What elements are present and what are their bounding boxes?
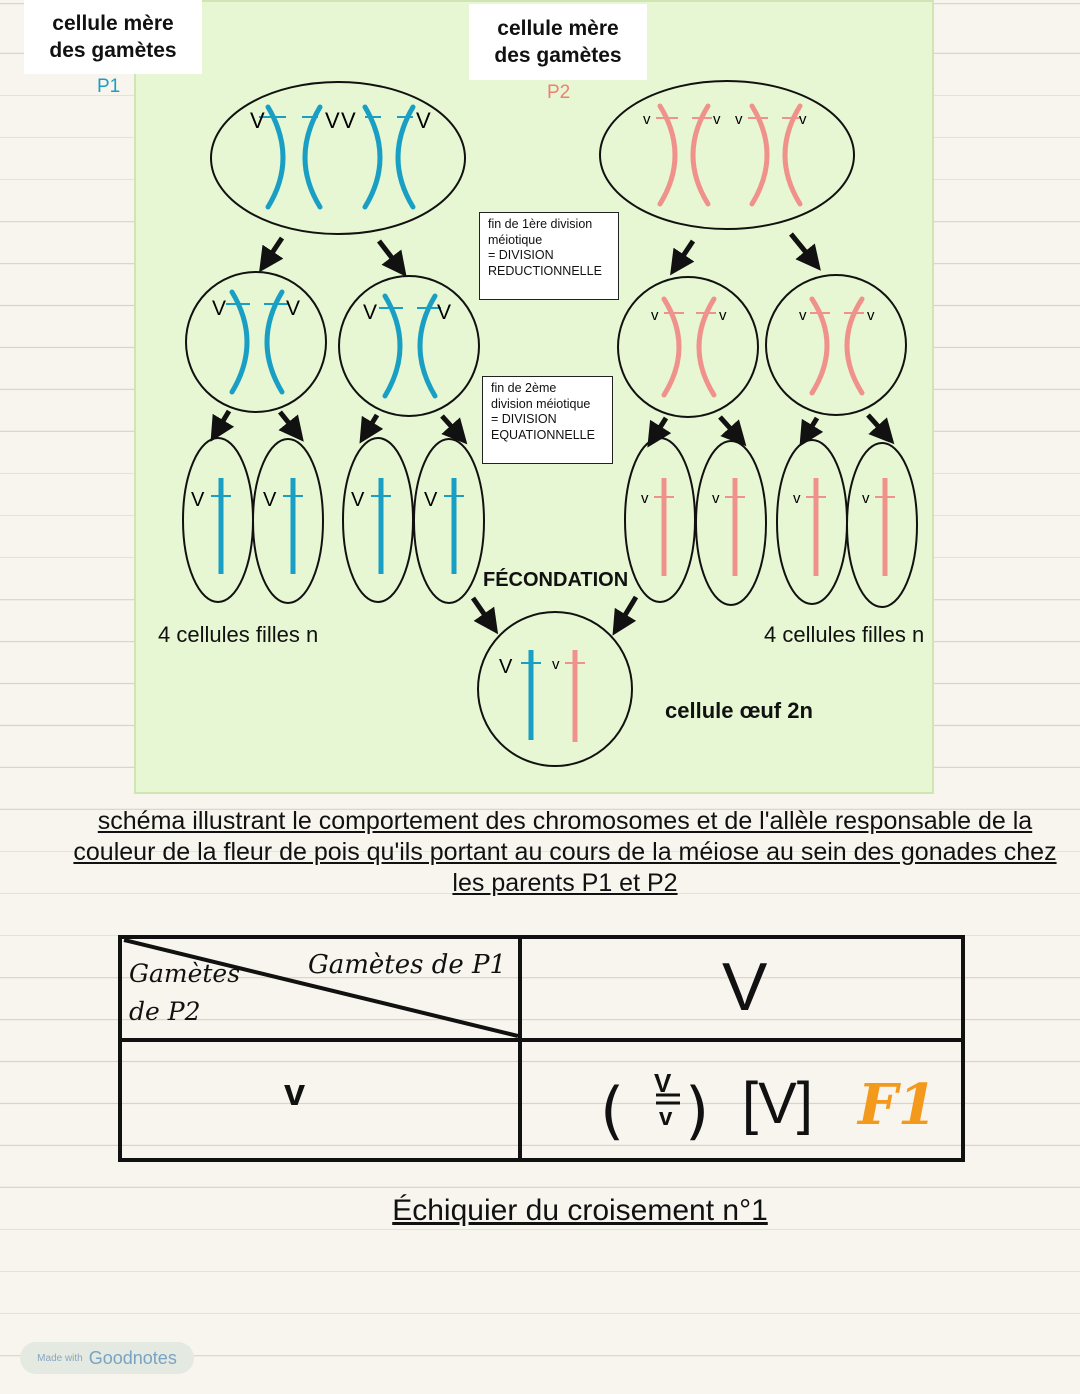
genotype-paren-right: ): [685, 1074, 709, 1147]
allele-label: v: [712, 490, 720, 507]
allele-label: V: [351, 489, 365, 511]
board-row-gamete: v: [284, 1072, 306, 1114]
allele-label: v: [862, 490, 870, 507]
division-2-note: fin de 2ème division méiotique = DIVISIO…: [482, 376, 613, 464]
p2-arrows: [647, 232, 895, 448]
allele-label: v: [552, 656, 560, 673]
mother-cell-p1-label: cellule mère des gamètes: [24, 0, 202, 74]
daughters-right-label: 4 cellules filles n: [764, 622, 925, 647]
daughters-left-label: 4 cellules filles n: [158, 622, 319, 647]
allele-label: v: [641, 490, 649, 507]
punnett-square: [118, 935, 965, 1162]
p1-gametes: V V V V: [182, 437, 485, 604]
p1-mother-cell: V V V V: [210, 81, 466, 235]
allele-label: V: [416, 108, 431, 133]
allele-label: v: [867, 307, 875, 324]
allele-label: V: [325, 108, 340, 133]
parent-p1-tag: P1: [97, 76, 121, 97]
genotype-bars: [656, 1093, 680, 1105]
allele-label: V: [212, 297, 226, 320]
zygote-cell: V v: [477, 611, 633, 767]
allele-label: v: [735, 111, 743, 128]
allele-label: v: [793, 490, 801, 507]
board-title: Échiquier du croisement n°1: [392, 1194, 768, 1227]
p2-meiosis1-cell-a: v v: [617, 276, 759, 418]
diagram-caption: schéma illustrant le comportement des ch…: [73, 807, 1057, 897]
p1-arrows: [210, 236, 468, 445]
mother-cell-p2-label: cellule mère des gamètes: [469, 4, 647, 80]
allele-label: v: [719, 307, 727, 324]
p1-meiosis1-cell-b: V V: [338, 275, 480, 417]
allele-label: V: [424, 489, 438, 511]
genotype-top: V: [654, 1068, 672, 1098]
allele-label: v: [643, 111, 651, 128]
p2-meiosis1-cell-b: v v: [765, 274, 907, 416]
allele-label: V: [363, 301, 377, 324]
made-with-badge[interactable]: Made with Goodnotes: [20, 1342, 194, 1374]
genotype-paren-left: (: [600, 1074, 624, 1147]
p1-meiosis1-cell-a: V V: [185, 271, 327, 413]
allele-label: v: [799, 307, 807, 324]
allele-label: v: [651, 307, 659, 324]
allele-label: V: [286, 297, 300, 320]
p2-mother-cell: v v v v: [599, 80, 855, 230]
generation-label: F1: [858, 1072, 937, 1138]
fecondation-label: FÉCONDATION: [483, 569, 629, 591]
zygote-label: cellule œuf 2n: [665, 698, 813, 723]
allele-label: v: [799, 111, 807, 128]
allele-label: V: [250, 108, 265, 133]
allele-label: V: [263, 489, 277, 511]
allele-label: v: [713, 111, 721, 128]
fecondation-arrows: [470, 595, 639, 636]
allele-label: V: [437, 301, 451, 324]
division-1-note: fin de 1ère division méiotique = DIVISIO…: [479, 212, 619, 300]
phenotype-label: [V]: [742, 1071, 813, 1136]
allele-label: V: [191, 489, 205, 511]
allele-label: V: [499, 656, 513, 678]
board-col-gamete: V: [722, 949, 768, 1025]
p2-gametes: v v v v: [624, 437, 918, 608]
allele-label: V: [341, 108, 356, 133]
badge-made-with: Made with: [37, 1352, 83, 1364]
genotype-bottom: v: [659, 1104, 673, 1131]
board-col-header: Gamètes de P1: [308, 950, 507, 980]
badge-brand: Goodnotes: [88, 1347, 177, 1368]
board-row-header: Gamètes de P2: [129, 959, 241, 1026]
parent-p2-tag: P2: [547, 82, 571, 103]
